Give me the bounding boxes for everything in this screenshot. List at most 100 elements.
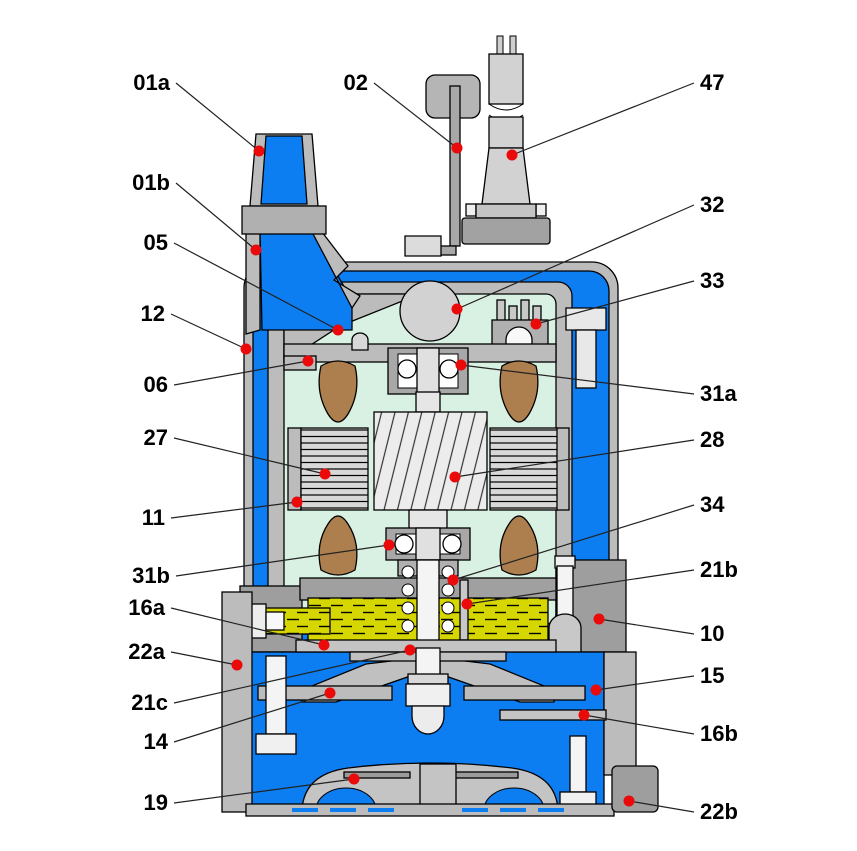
part-label-15: 15: [700, 663, 724, 688]
terminal-screw: [520, 299, 530, 323]
terminal-dome: [505, 326, 533, 349]
leader-line-31a: [460, 364, 695, 395]
stator-core-left: [300, 427, 369, 511]
seal-and-oil-section: [235, 555, 627, 665]
part-label-34: 34: [700, 492, 725, 517]
strainer-slot: [451, 771, 519, 779]
leader-line-21c: [173, 649, 411, 704]
callout-22b: 22b: [623, 795, 738, 824]
part-label-33: 33: [700, 268, 724, 293]
part-dot-06: [302, 355, 314, 367]
handle-bar: [449, 85, 461, 247]
power-cable: [461, 35, 551, 245]
callout-47: 47: [506, 70, 724, 161]
part-dot-32: [451, 303, 463, 315]
part-dot-28: [449, 471, 461, 483]
base-plate-slots: [292, 808, 564, 812]
callout-27: 27: [144, 425, 331, 480]
leader-line-19: [173, 778, 355, 804]
part-dot-05: [332, 324, 344, 336]
leader-line-31b: [175, 544, 390, 577]
part-label-01b: 01b: [132, 170, 170, 195]
part-label-12: 12: [141, 301, 165, 326]
part-label-06: 06: [144, 372, 168, 397]
part-label-21c: 21c: [131, 690, 168, 715]
part-label-10: 10: [700, 621, 724, 646]
stud-boss: [548, 613, 582, 653]
tie-bolt-right: [569, 735, 587, 793]
part-label-05: 05: [144, 230, 168, 255]
leader-line-14: [173, 692, 331, 743]
leader-line-22b: [628, 800, 695, 813]
leader-line-34: [452, 504, 695, 581]
part-dot-15: [590, 684, 602, 696]
part-dot-02: [451, 142, 463, 154]
leader-line-16a: [170, 607, 325, 646]
callout-01b: 01b: [132, 170, 262, 256]
callout-31a: 31a: [455, 359, 737, 406]
part-label-14: 14: [144, 729, 169, 754]
callout-16b: 16b: [578, 709, 738, 746]
part-dot-31a: [455, 359, 467, 371]
part-dot-31b: [383, 539, 395, 551]
gland-bolt-left: [465, 203, 477, 217]
part-dot-34: [447, 574, 459, 586]
gland-base: [461, 217, 551, 245]
cable-wire: [496, 35, 504, 57]
foot-right: [611, 765, 659, 813]
part-dot-12: [240, 343, 252, 355]
cable-lower: [488, 116, 524, 149]
coupling-nut: [241, 205, 327, 235]
callout-05: 05: [144, 230, 344, 336]
leader-line-11: [170, 501, 298, 519]
part-label-21b: 21b: [700, 557, 738, 582]
callout-34: 34: [447, 492, 725, 586]
callout-19: 19: [144, 773, 360, 815]
leader-line-32: [456, 204, 695, 310]
capacitor: [399, 280, 461, 342]
callout-33: 33: [530, 268, 724, 330]
part-dot-47: [506, 149, 518, 161]
outer-wall-right: [603, 651, 637, 776]
seal-springs: [401, 565, 455, 633]
part-label-31b: 31b: [132, 563, 170, 588]
bearing-ball: [394, 534, 414, 554]
part-dot-11: [291, 496, 303, 508]
bearing-ball: [397, 359, 417, 379]
part-label-28: 28: [700, 427, 724, 452]
tie-bolt-left-nut: [255, 733, 297, 755]
part-label-32: 32: [700, 192, 724, 217]
coupling-bore: [260, 135, 308, 205]
stator-core-right: [489, 427, 558, 511]
cable-gland-cone: [481, 147, 531, 205]
part-dot-21c: [404, 644, 416, 656]
callout-28: 28: [449, 427, 724, 483]
part-label-27: 27: [144, 425, 168, 450]
leader-line-28: [454, 439, 695, 478]
leader-line-47: [511, 82, 695, 156]
tie-bolt-left: [265, 655, 287, 735]
part-dot-16a: [318, 639, 330, 651]
rotor: [373, 411, 488, 511]
strainer-boss: [419, 763, 457, 811]
plate-screw: [351, 332, 369, 351]
part-dot-19: [348, 773, 360, 785]
part-label-19: 19: [144, 790, 168, 815]
part-label-31a: 31a: [700, 381, 737, 406]
bearing-ball: [442, 534, 462, 554]
part-dot-21b: [461, 598, 473, 610]
leader-line-27: [173, 437, 326, 475]
leader-line-05: [173, 242, 339, 331]
base-section: [245, 762, 659, 817]
callout-10: 10: [593, 613, 724, 646]
leader-line-01b: [175, 182, 257, 251]
part-dot-01a: [253, 145, 265, 157]
part-label-47: 47: [700, 70, 724, 95]
callout-21c: 21c: [131, 644, 416, 715]
shaft-at-bearing: [415, 527, 441, 561]
callout-06: 06: [144, 355, 314, 397]
shaft-mid: [408, 509, 448, 531]
terminal-screw: [496, 299, 506, 323]
part-label-22a: 22a: [128, 639, 165, 664]
